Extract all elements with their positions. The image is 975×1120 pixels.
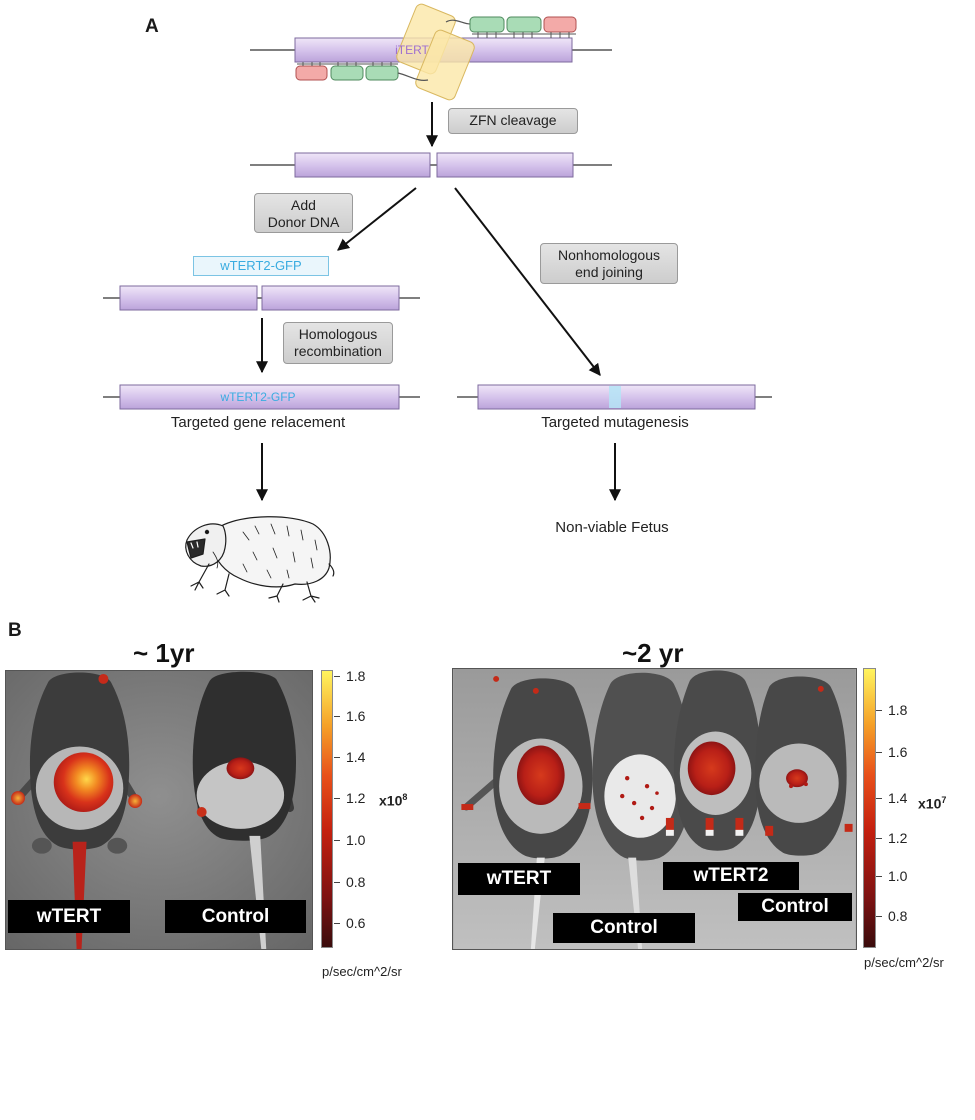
multiplier-base: x10 bbox=[918, 795, 942, 812]
label-wtert2-2yr: wTERT2 bbox=[663, 862, 799, 890]
colorbar-2yr-tick: 1.6 bbox=[875, 744, 908, 760]
colorbar-1yr-tick: 1.8 bbox=[333, 668, 366, 684]
mole-rat-body bbox=[212, 516, 331, 588]
label-control-2yr-a: Control bbox=[553, 913, 695, 943]
zinc-finger-top-1 bbox=[469, 16, 505, 33]
nonhomologous-end-joining-step: Nonhomologous end joining bbox=[540, 243, 678, 284]
outcome-non-viable-fetus: Non-viable Fetus bbox=[555, 519, 669, 536]
label-wtert-2yr: wTERT bbox=[458, 863, 580, 895]
arrow-to-donor-repair bbox=[337, 187, 417, 251]
mouse-wtert-1yr bbox=[11, 672, 143, 949]
mouse-control-2yr-b bbox=[755, 676, 853, 856]
mouse-wtert2-2yr bbox=[673, 670, 762, 851]
mole-rat-illustration bbox=[185, 516, 335, 603]
multiplier-exponent: 8 bbox=[402, 792, 408, 802]
colorbar-1yr-multiplier: x108 bbox=[379, 789, 407, 809]
mutated-locus bbox=[457, 384, 772, 410]
age-title-2yr: ~2 yr bbox=[622, 638, 684, 668]
replaced-locus bbox=[103, 384, 420, 410]
outcome-gene-replacement: Targeted gene relacement bbox=[170, 414, 346, 431]
nhej-line-1: Nonhomologous bbox=[558, 247, 660, 263]
multiplier-exponent: 7 bbox=[941, 795, 947, 805]
mouse-control-2yr-a bbox=[592, 672, 692, 949]
zfn-cleavage-text: ZFN cleavage bbox=[469, 112, 557, 128]
mole-rat-hind-legs bbox=[268, 581, 320, 603]
zinc-finger-top-2 bbox=[506, 16, 542, 33]
colorbar-2yr-tick: 1.0 bbox=[875, 868, 908, 884]
hr-line-1: Homologous bbox=[298, 326, 378, 342]
mouse-wtert-2yr bbox=[461, 675, 593, 949]
outcome-targeted-mutagenesis: Targeted mutagenesis bbox=[541, 414, 689, 431]
colorbar-2yr bbox=[863, 668, 876, 948]
colorbar-2yr-unit: p/sec/cm^2/sr bbox=[864, 955, 944, 970]
heat-signal-control-1yr bbox=[226, 757, 255, 780]
colorbar-1yr-tick: 0.6 bbox=[333, 915, 366, 931]
panel-b-label: B bbox=[8, 620, 22, 641]
colorbar-1yr-tick: 1.4 bbox=[333, 749, 366, 765]
zinc-finger-bottom-1 bbox=[295, 65, 328, 81]
zfn-cleavage-step: ZFN cleavage bbox=[448, 108, 578, 134]
donor-dna-construct: wTERT2-GFP bbox=[193, 256, 329, 276]
panel-a-label: A bbox=[145, 16, 159, 37]
heat-signal-control-2yr-b bbox=[786, 769, 808, 788]
cleaved-locus-with-donor bbox=[103, 285, 420, 311]
itert-gene-label: iTERT bbox=[395, 43, 429, 57]
add-donor-dna-step: Add Donor DNA bbox=[254, 193, 353, 233]
nhej-line-2: end joining bbox=[575, 264, 643, 280]
label-control-2yr-b: Control bbox=[738, 893, 852, 921]
mutation-site bbox=[609, 386, 621, 408]
replaced-gene-label: wTERT2-GFP bbox=[220, 390, 296, 404]
zinc-finger-bottom-2 bbox=[330, 65, 364, 81]
hr-line-2: recombination bbox=[294, 343, 382, 359]
gene-targeting-diagram bbox=[103, 3, 772, 603]
heat-signal-wtert-2yr bbox=[516, 745, 565, 806]
age-title-1yr: ~ 1yr bbox=[133, 638, 195, 668]
colorbar-2yr-multiplier: x107 bbox=[918, 792, 946, 812]
multiplier-base: x10 bbox=[379, 792, 403, 809]
colorbar-1yr-tick: 1.6 bbox=[333, 708, 366, 724]
add-donor-line-1: Add bbox=[291, 197, 316, 213]
label-wtert-1yr: wTERT bbox=[8, 900, 130, 933]
zinc-finger-nuclease-pair bbox=[295, 3, 577, 101]
mole-rat-teeth bbox=[190, 541, 199, 549]
mole-rat-fur-shading bbox=[242, 523, 318, 579]
add-donor-line-2: Donor DNA bbox=[267, 214, 340, 230]
colorbar-2yr-tick: 1.4 bbox=[875, 790, 908, 806]
cleaved-itert-locus bbox=[250, 152, 612, 178]
arrow-to-nhej bbox=[454, 187, 601, 376]
colorbar-2yr-tick: 0.8 bbox=[875, 908, 908, 924]
mole-rat-front-legs bbox=[190, 563, 230, 597]
label-control-1yr: Control bbox=[165, 900, 306, 933]
colorbar-1yr-tick: 0.8 bbox=[333, 874, 366, 890]
colorbar-1yr bbox=[321, 670, 333, 948]
mole-rat-tail bbox=[328, 563, 335, 577]
zfn-nuclease-domain-bottom bbox=[415, 29, 475, 101]
heat-signal-wtert-1yr bbox=[53, 752, 114, 812]
zinc-finger-bottom-3 bbox=[365, 65, 399, 81]
heat-signal-wtert2-2yr bbox=[687, 741, 736, 796]
colorbar-2yr-tick: 1.8 bbox=[875, 702, 908, 718]
mole-rat-eye bbox=[204, 529, 210, 535]
colorbar-1yr-tick: 1.2 bbox=[333, 790, 366, 806]
homologous-recombination-step: Homologous recombination bbox=[283, 322, 393, 364]
colorbar-1yr-unit: p/sec/cm^2/sr bbox=[322, 964, 402, 979]
zinc-finger-top-3 bbox=[543, 16, 577, 33]
colorbar-1yr-tick: 1.0 bbox=[333, 832, 366, 848]
colorbar-2yr-tick: 1.2 bbox=[875, 830, 908, 846]
